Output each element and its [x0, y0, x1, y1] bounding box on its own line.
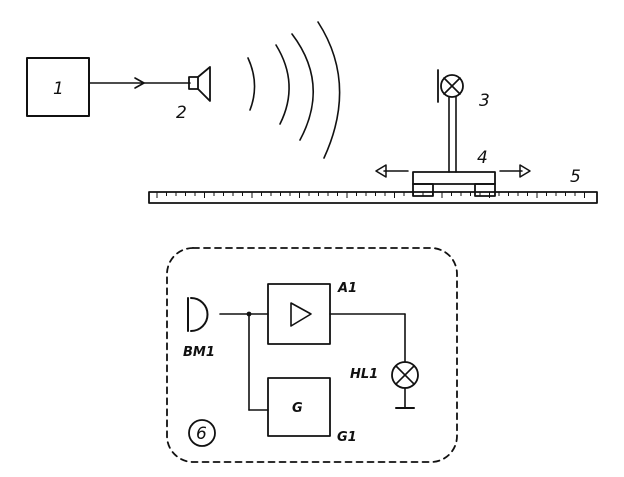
indicator-lamp-label: HL1 — [350, 367, 378, 382]
oscillator-block — [267, 377, 331, 437]
amplifier-label: A1 — [337, 281, 357, 296]
amplifier-block — [267, 283, 331, 345]
speaker-label: 2 — [176, 103, 187, 123]
circuit-label: 6 — [196, 424, 207, 444]
circuit-boundary — [166, 247, 458, 463]
indicator-lamp-icon — [391, 361, 419, 389]
generator-label: 1 — [53, 79, 64, 99]
graduated-rail — [148, 191, 598, 204]
circuit-number-badge: 6 — [188, 419, 216, 447]
sound-waves — [247, 21, 341, 159]
signal-wire — [88, 77, 191, 89]
oscillator-label: G1 — [337, 430, 357, 445]
oscillator-symbol: G — [292, 401, 303, 416]
generator-block: 1 — [26, 57, 90, 117]
rail-ticks — [156, 192, 585, 198]
microphone-label: BM1 — [183, 345, 215, 360]
microphone-icon — [187, 297, 209, 332]
lamp-label: 3 — [479, 91, 490, 111]
move-left-arrow — [375, 164, 409, 178]
lamp-stand — [448, 96, 457, 173]
carriage-label: 4 — [477, 148, 488, 168]
lamp-icon — [437, 69, 464, 103]
move-right-arrow — [499, 164, 531, 178]
speaker-icon — [188, 66, 211, 102]
rail-label: 5 — [570, 167, 581, 187]
circuit-wires — [219, 311, 406, 411]
